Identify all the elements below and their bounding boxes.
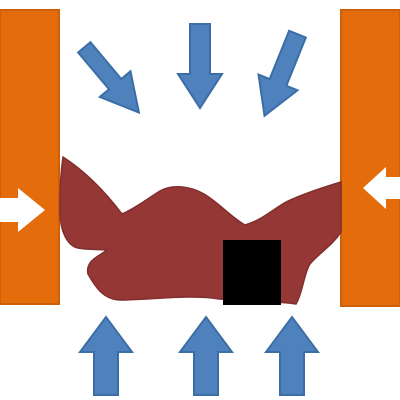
bottom-right-arrow-icon (264, 315, 320, 396)
bottom-center-arrow-icon (178, 315, 234, 396)
top-center-arrow-icon (176, 23, 224, 110)
right-wall (340, 9, 400, 307)
black-square-block (223, 240, 281, 305)
top-right-arrow-icon (257, 29, 308, 118)
bottom-left-arrow-icon (78, 315, 134, 396)
left-wall (0, 9, 60, 305)
right-wall-arrow-icon (363, 167, 400, 209)
left-wall-arrow-icon (0, 188, 45, 232)
top-left-arrow-icon (76, 40, 141, 115)
